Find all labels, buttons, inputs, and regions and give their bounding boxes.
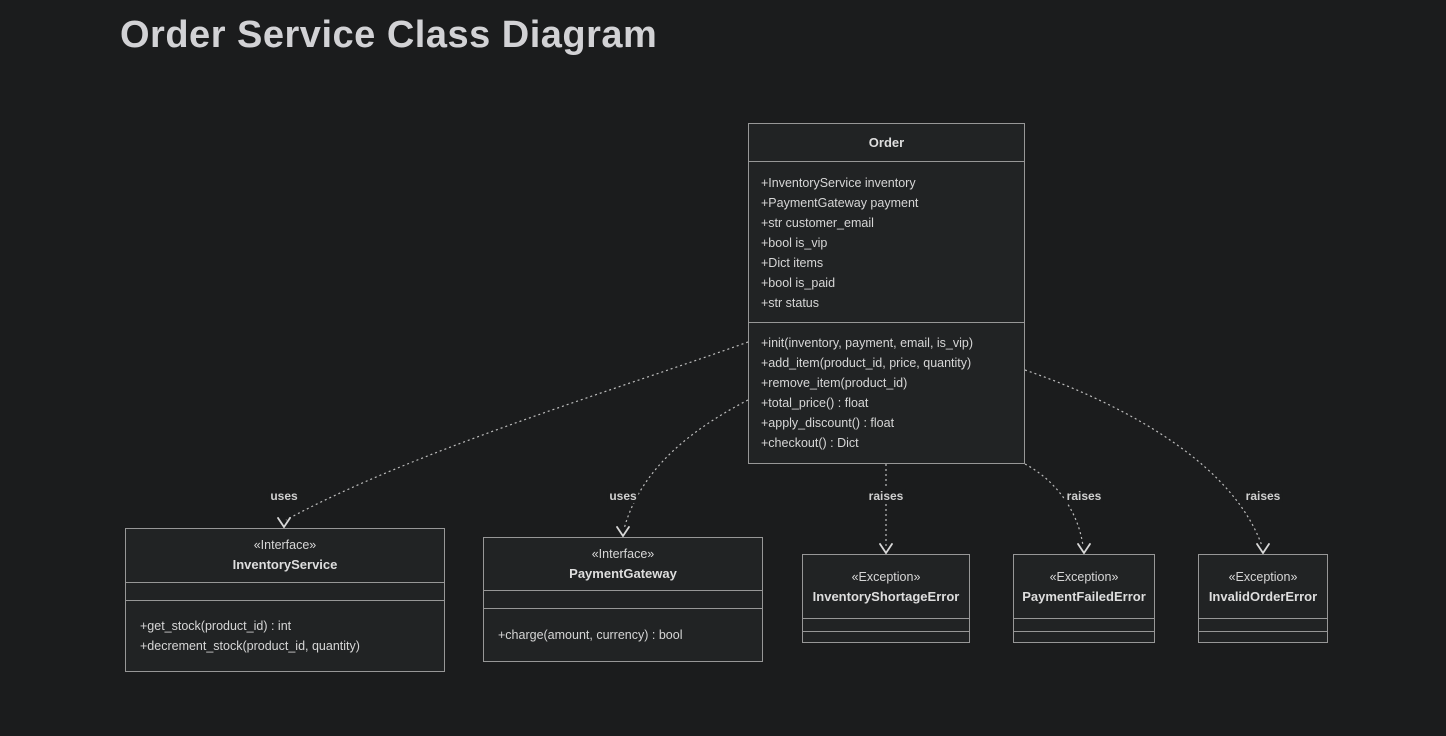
class-name: Order bbox=[868, 134, 905, 150]
class-attribute: +bool is_paid bbox=[761, 276, 836, 290]
attributes-compartment-empty bbox=[484, 590, 762, 608]
arrowhead-icon bbox=[1077, 543, 1091, 555]
arrowhead-icon bbox=[277, 517, 291, 529]
class-attribute: +PaymentGateway payment bbox=[761, 196, 919, 210]
class-name: PaymentFailedError bbox=[1022, 588, 1146, 604]
class-attribute: +str status bbox=[761, 296, 820, 310]
edge-label-uses-inventoryservice: uses bbox=[268, 489, 300, 503]
attributes-compartment-empty bbox=[126, 581, 444, 600]
class-method: +decrement_stock(product_id, quantity) bbox=[140, 639, 360, 653]
class-box-invalidordererror: «Exception» InvalidOrderError bbox=[1198, 554, 1328, 643]
edge-raises-invalidordererror bbox=[1024, 369, 1263, 547]
class-header: «Exception» PaymentFailedError bbox=[1014, 555, 1154, 618]
class-method: +apply_discount() : float bbox=[761, 416, 895, 430]
methods-compartment: +get_stock(product_id) : int +decrement_… bbox=[126, 600, 444, 671]
class-box-order: Order +InventoryService inventory +Payme… bbox=[748, 123, 1025, 464]
class-method: +total_price() : float bbox=[761, 396, 869, 410]
arrowhead-icon bbox=[879, 543, 893, 555]
class-box-inventoryservice: «Interface» InventoryService +get_stock(… bbox=[125, 528, 445, 672]
methods-compartment-empty bbox=[1014, 631, 1154, 642]
edge-uses-inventoryservice bbox=[285, 341, 749, 521]
class-method: +get_stock(product_id) : int bbox=[140, 619, 292, 633]
class-header: «Interface» PaymentGateway bbox=[484, 538, 762, 590]
class-name: InvalidOrderError bbox=[1208, 588, 1318, 604]
attributes-compartment-empty bbox=[1199, 618, 1327, 631]
class-header: «Exception» InventoryShortageError bbox=[803, 555, 969, 618]
edge-label-raises-paymentfailed: raises bbox=[1064, 489, 1104, 503]
class-box-inventoryshortageerror: «Exception» InventoryShortageError bbox=[802, 554, 970, 643]
class-stereotype: «Exception» bbox=[851, 569, 921, 584]
edge-uses-paymentgateway bbox=[623, 399, 749, 530]
class-method: +add_item(product_id, price, quantity) bbox=[761, 356, 972, 370]
edge-label-uses-paymentgateway: uses bbox=[607, 489, 639, 503]
arrowhead-icon bbox=[616, 526, 630, 538]
class-stereotype: «Exception» bbox=[1049, 569, 1119, 584]
class-attribute: +InventoryService inventory bbox=[761, 176, 916, 190]
class-attribute: +bool is_vip bbox=[761, 236, 828, 250]
class-box-paymentgateway: «Interface» PaymentGateway +charge(amoun… bbox=[483, 537, 763, 662]
class-header: «Interface» InventoryService bbox=[126, 529, 444, 582]
class-method: +init(inventory, payment, email, is_vip) bbox=[761, 336, 974, 350]
class-stereotype: «Exception» bbox=[1228, 569, 1298, 584]
class-name: PaymentGateway bbox=[569, 566, 677, 582]
page-title: Order Service Class Diagram bbox=[120, 14, 658, 56]
arrowhead-icon bbox=[1256, 543, 1270, 555]
class-stereotype: «Interface» bbox=[253, 538, 317, 553]
class-stereotype: «Interface» bbox=[591, 547, 655, 562]
edge-label-raises-inventoryshortage: raises bbox=[866, 489, 906, 503]
edge-label-raises-invalidorder: raises bbox=[1243, 489, 1283, 503]
attributes-compartment-empty bbox=[803, 618, 969, 631]
class-name: InventoryShortageError bbox=[812, 588, 960, 604]
methods-compartment: +charge(amount, currency) : bool bbox=[484, 608, 762, 661]
class-box-paymentfailederror: «Exception» PaymentFailedError bbox=[1013, 554, 1155, 643]
class-name: InventoryService bbox=[232, 557, 338, 573]
class-header: «Exception» InvalidOrderError bbox=[1199, 555, 1327, 618]
attributes-compartment: +InventoryService inventory +PaymentGate… bbox=[749, 161, 1024, 322]
edge-raises-paymentfailederror bbox=[1024, 463, 1084, 547]
class-attribute: +str customer_email bbox=[761, 216, 874, 230]
methods-compartment: +init(inventory, payment, email, is_vip)… bbox=[749, 322, 1024, 463]
methods-compartment-empty bbox=[803, 631, 969, 642]
attributes-compartment-empty bbox=[1014, 618, 1154, 631]
class-method: +charge(amount, currency) : bool bbox=[498, 628, 683, 642]
class-attribute: +Dict items bbox=[761, 256, 824, 270]
class-method: +checkout() : Dict bbox=[761, 436, 859, 450]
methods-compartment-empty bbox=[1199, 631, 1327, 642]
class-method: +remove_item(product_id) bbox=[761, 376, 908, 390]
class-header: Order bbox=[749, 124, 1024, 161]
